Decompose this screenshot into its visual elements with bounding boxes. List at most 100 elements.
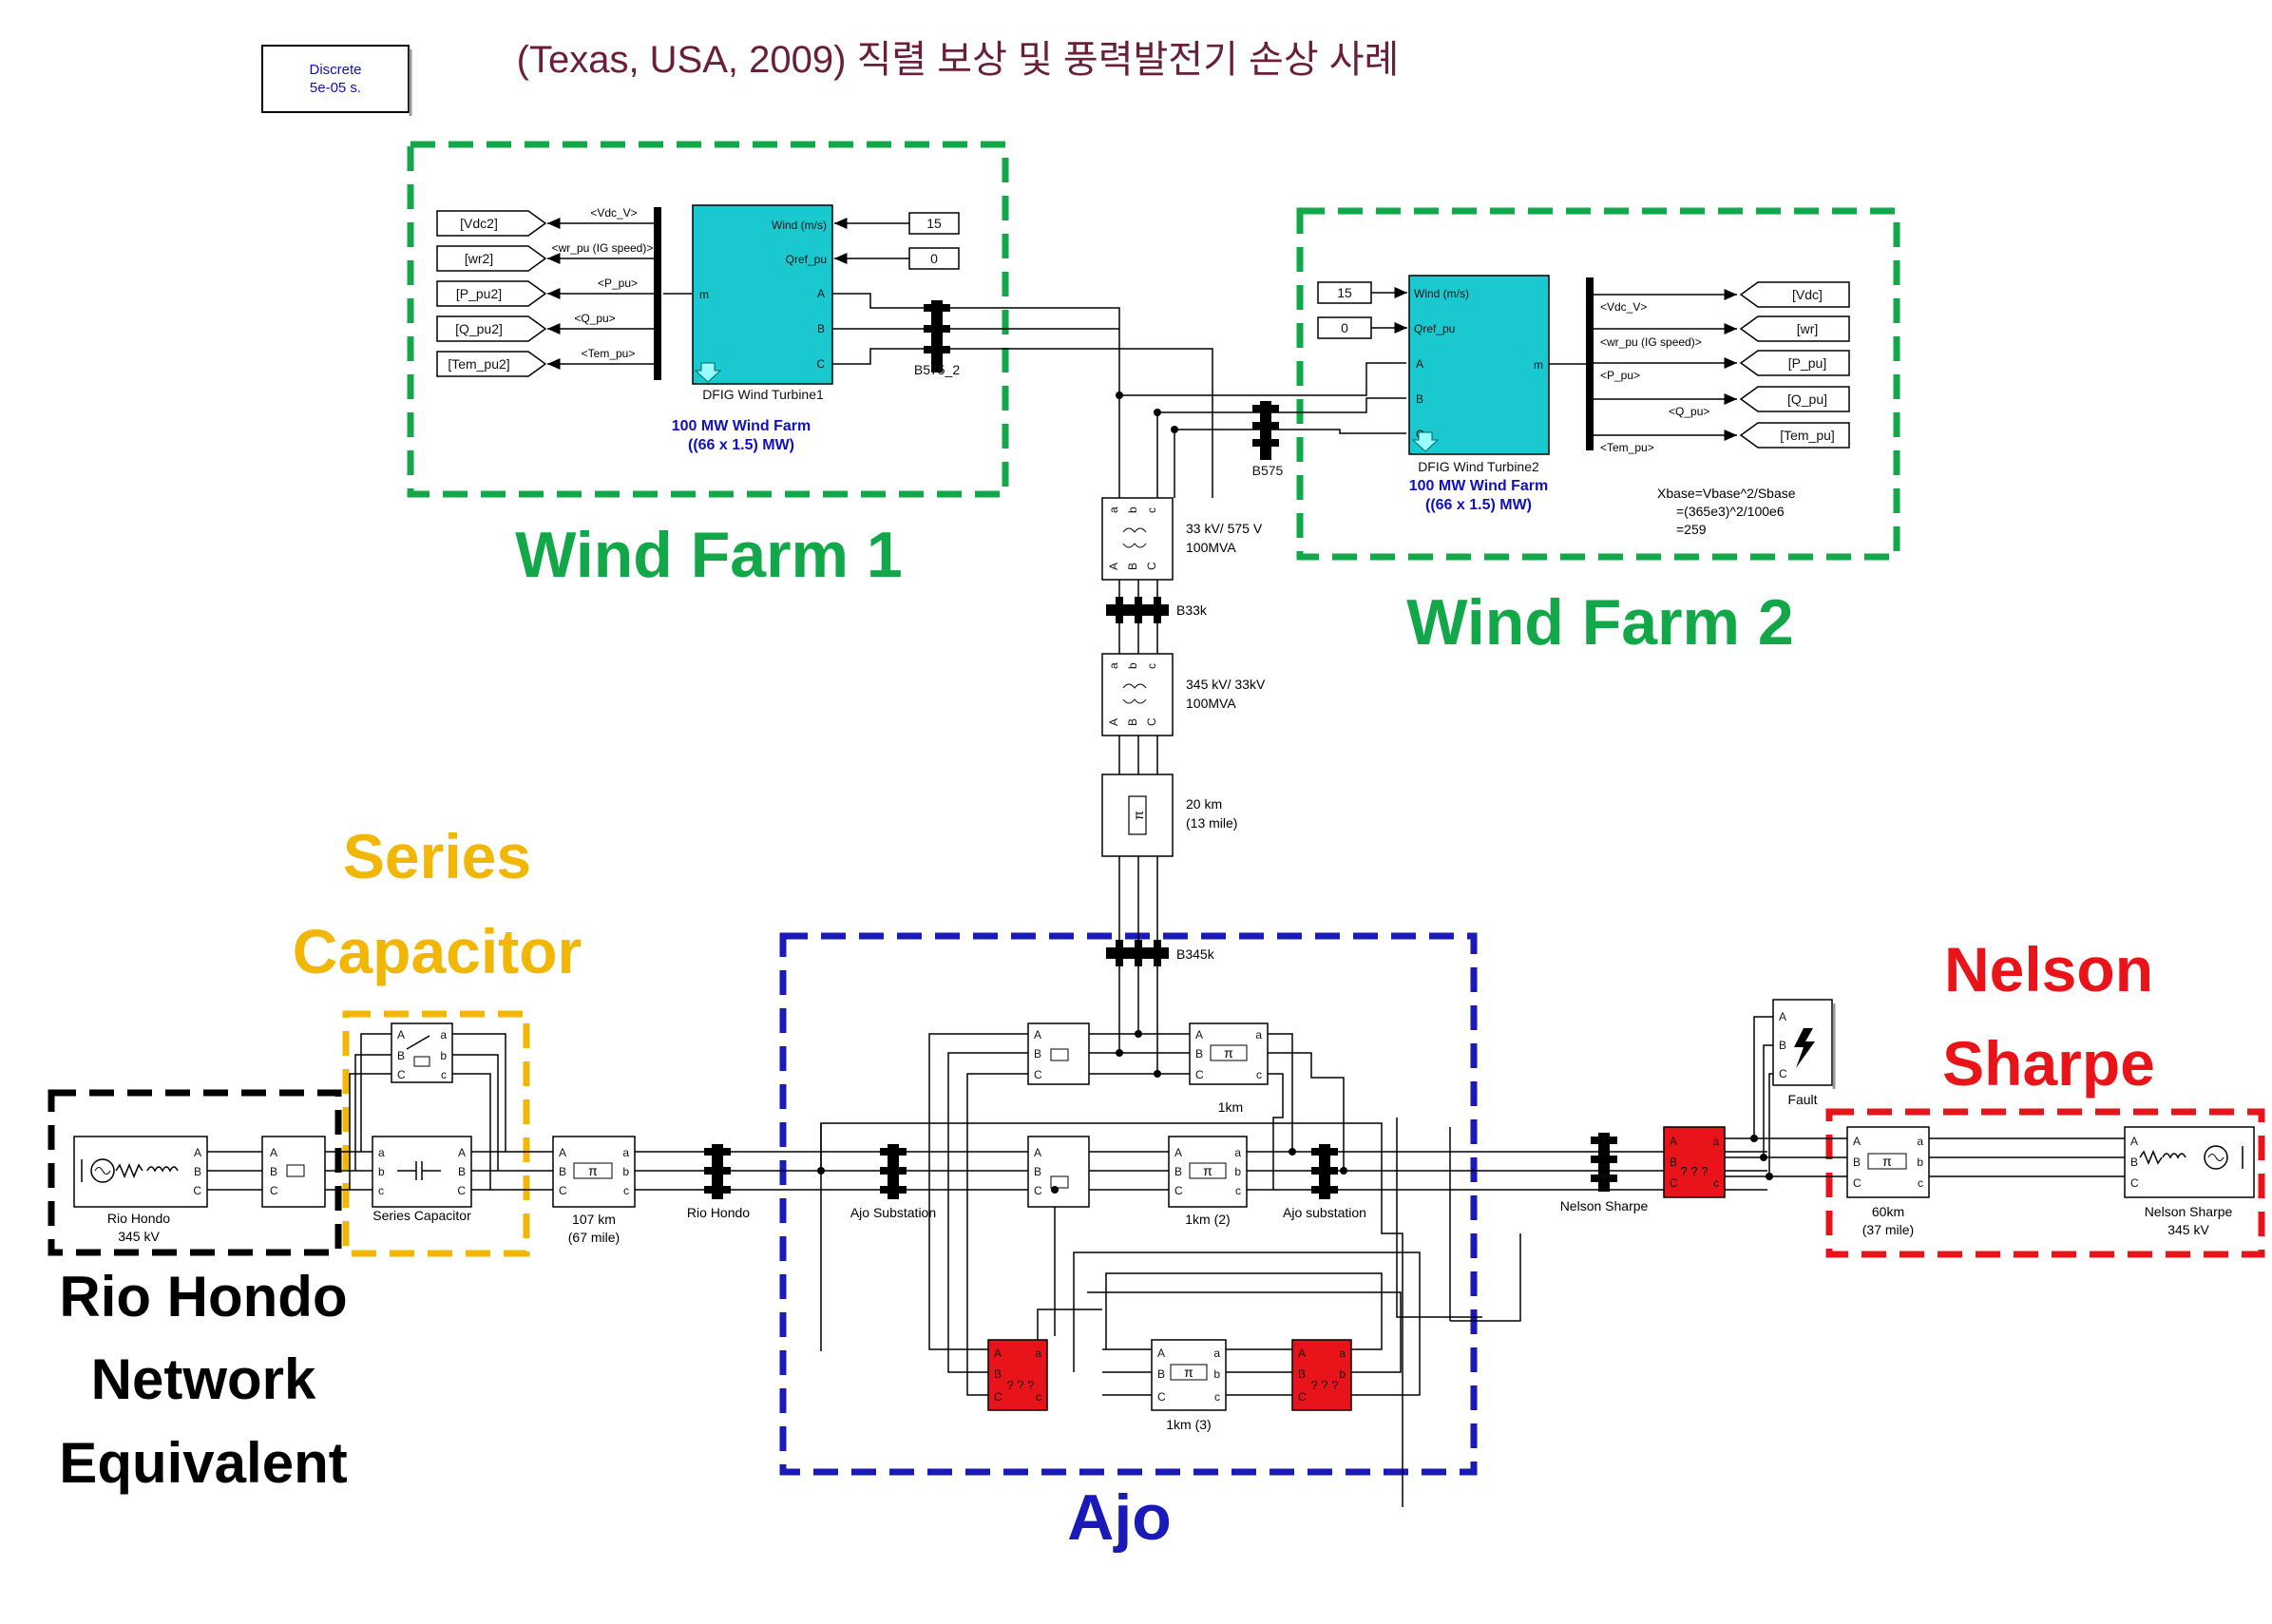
wf2-bus-b575[interactable] [1252, 401, 1279, 460]
ajo-breaker-mid[interactable]: A B C [1027, 1136, 1090, 1208]
wf2-sig-vdc: <Vdc_V> [1600, 300, 1647, 314]
svg-text:C: C [1195, 1068, 1204, 1081]
nelson-sharpe-source[interactable]: A B C [2124, 1126, 2255, 1198]
rio-breaker[interactable]: A B C [261, 1136, 326, 1208]
line-1km[interactable]: π A B C a c [1189, 1022, 1269, 1085]
nelson-sharpe-label-2: Sharpe [1942, 1028, 2155, 1099]
wf2-bus-selector[interactable] [1586, 277, 1594, 450]
wf1-port-m: m [699, 288, 709, 301]
impedance-icon [2139, 1150, 2186, 1165]
svg-text:a: a [1234, 1146, 1241, 1159]
wf2-tag-q: [Q_pu] [1787, 392, 1827, 407]
wf1-tag-p: [P_pu2] [456, 286, 502, 301]
bypass-switch[interactable]: A B C a b c [391, 1022, 453, 1083]
pi-icon: π [1882, 1154, 1892, 1169]
powergui-block[interactable]: Discrete 5e-05 s. [261, 45, 412, 116]
svg-text:A: A [1298, 1347, 1306, 1360]
ajo-sub-right-bus[interactable] [1311, 1144, 1338, 1199]
wf1-bus-selector[interactable] [654, 207, 661, 380]
bus-b33k[interactable] [1106, 597, 1169, 623]
wf2-const-qref: 0 [1341, 320, 1348, 335]
rio-bus-label: Rio Hondo [687, 1205, 750, 1220]
transformer-345kv-33kv[interactable]: A B C a b c [1101, 653, 1174, 736]
wf2-signal-lines [1594, 289, 1737, 441]
svg-text:B: B [1853, 1156, 1861, 1169]
svg-text:a: a [1917, 1135, 1923, 1148]
svg-text:B: B [559, 1165, 566, 1178]
line-1km-2[interactable]: π A B C a b c [1168, 1136, 1248, 1208]
svg-text:A: A [559, 1146, 566, 1159]
series-capacitor-label-1: Series [343, 821, 531, 891]
svg-text:C: C [994, 1390, 1002, 1404]
pi-icon: π [1131, 811, 1146, 820]
ajo-breaker-top[interactable]: A B C [1027, 1022, 1090, 1085]
wf2-sig-p: <P_pu> [1600, 369, 1640, 382]
transformer-33kv-575v[interactable]: A B C a b c [1101, 497, 1174, 581]
wf1-goto-tags: [Vdc2] [wr2] [P_pu2] [Q_pu2] [Tem_pu2] [436, 210, 547, 377]
fault-block[interactable]: A B C [1772, 999, 1836, 1089]
bus-b345k[interactable] [1106, 940, 1169, 966]
svg-text:A: A [458, 1146, 466, 1159]
wf1-sig-q: <Q_pu> [574, 312, 615, 325]
svg-text:b: b [1339, 1367, 1346, 1381]
nelson-source-kv: 345 kV [2167, 1222, 2209, 1237]
svg-text:c: c [623, 1184, 629, 1197]
wf2-tag-tem: [Tem_pu] [1780, 428, 1835, 443]
wf1-sig-wr: <wr_pu (IG speed)> [552, 241, 654, 255]
svg-text:b: b [1234, 1165, 1241, 1178]
pi-icon: π [1203, 1163, 1212, 1178]
svg-text:A: A [1107, 563, 1120, 570]
wf1-bus-b575-2[interactable] [924, 300, 950, 373]
wf1-turbine-block[interactable]: Wind (m/s) Qref_pu A B C m [692, 204, 833, 385]
svg-text:A: A [397, 1028, 405, 1041]
svg-text:B: B [1034, 1165, 1041, 1178]
ajo-internal-wiring [820, 954, 1521, 1507]
line-20km[interactable]: π [1101, 774, 1174, 857]
wf1-tag-tem: [Tem_pu2] [448, 356, 509, 372]
wf1-power-lines [832, 293, 1213, 498]
wf2-constants[interactable]: 15 0 [1317, 281, 1372, 339]
tf2-rating-2: 100MVA [1186, 696, 1236, 711]
line-1km-3-label: 1km (3) [1166, 1417, 1211, 1432]
wf2-tag-p: [P_pu] [1788, 355, 1826, 371]
ajo-sub-left-bus[interactable] [880, 1144, 907, 1199]
svg-text:c: c [1145, 507, 1158, 513]
svg-text:A: A [1853, 1135, 1861, 1148]
svg-text:a: a [1712, 1135, 1719, 1148]
ajo-fault-block-left[interactable]: A B C a c ? ? ? [987, 1339, 1048, 1411]
line-1km-3[interactable]: π A B C a b c [1151, 1339, 1227, 1411]
line-60km[interactable]: π A B C a b c [1846, 1126, 1930, 1198]
svg-text:b: b [1917, 1156, 1923, 1169]
wf2-xbase-3: =259 [1676, 522, 1707, 537]
bypass-wires [349, 1033, 506, 1190]
wf1-port-a: A [817, 287, 825, 300]
nelson-fault-switch[interactable]: A B C a c ? ? ? [1663, 1126, 1726, 1198]
svg-text:A: A [994, 1347, 1002, 1360]
wf1-constants[interactable]: 15 0 [908, 212, 960, 270]
unknown-glyph: ? ? ? [1007, 1378, 1035, 1392]
svg-text:A: A [2130, 1135, 2138, 1148]
wf1-signal-lines [547, 218, 692, 370]
nelson-sharpe-bus[interactable] [1591, 1133, 1617, 1192]
wind-farm-1-label: Wind Farm 1 [515, 519, 902, 591]
series-capacitor-frame [342, 1010, 530, 1257]
pi-icon: π [1184, 1365, 1193, 1380]
wf2-turbine-block[interactable]: Wind (m/s) Qref_pu A B C m [1408, 275, 1550, 455]
rio-hondo-bus[interactable] [704, 1144, 731, 1199]
rio-hondo-source[interactable]: A B C [73, 1136, 208, 1208]
nelson-sharpe-label-1: Nelson [1944, 934, 2153, 1004]
wf2-port-a: A [1416, 357, 1423, 371]
svg-text:C: C [1174, 1184, 1183, 1197]
line-1km-2-label: 1km (2) [1185, 1212, 1230, 1227]
series-cap-block[interactable]: a b c A B C [372, 1136, 472, 1208]
ajo-fault-block-right[interactable]: A B C a b ? ? ? [1291, 1339, 1352, 1411]
wind-farm-2-label: Wind Farm 2 [1406, 586, 1793, 659]
pi-icon: π [1224, 1045, 1233, 1060]
wf2-port-m: m [1534, 358, 1543, 372]
rio-source-name: Rio Hondo [107, 1211, 170, 1226]
line107-length: 107 km [572, 1212, 616, 1227]
line-1km-label: 1km [1218, 1099, 1243, 1115]
line60-miles: (37 mile) [1862, 1222, 1914, 1237]
line-107km[interactable]: π A B C a b c [552, 1136, 636, 1208]
